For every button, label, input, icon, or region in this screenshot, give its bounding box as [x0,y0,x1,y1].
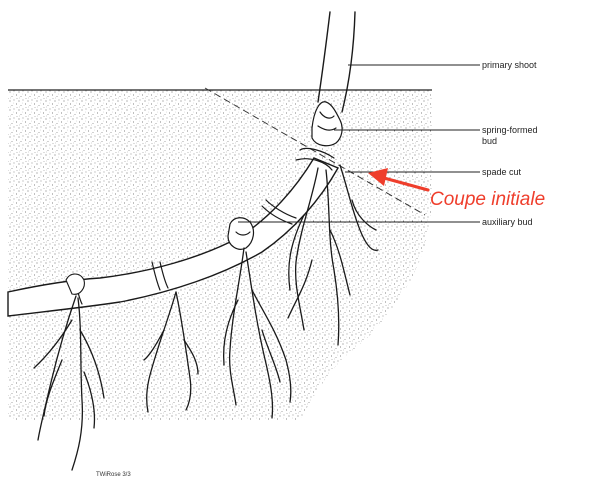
label-primary-shoot: primary shoot [482,60,537,70]
label-spring-formed-bud: spring-formed bud [482,125,540,146]
credit-text: TWiRose 3/3 [96,472,131,478]
annotation-coupe-initiale: Coupe initiale [430,189,545,210]
label-spring-formed-bud-line1: spring-formed [482,125,538,135]
label-auxiliary-bud: auxiliary bud [482,217,533,227]
auxiliary-bud [228,218,253,250]
label-spring-formed-bud-line2: bud [482,136,497,146]
label-spade-cut: spade cut [482,167,522,177]
